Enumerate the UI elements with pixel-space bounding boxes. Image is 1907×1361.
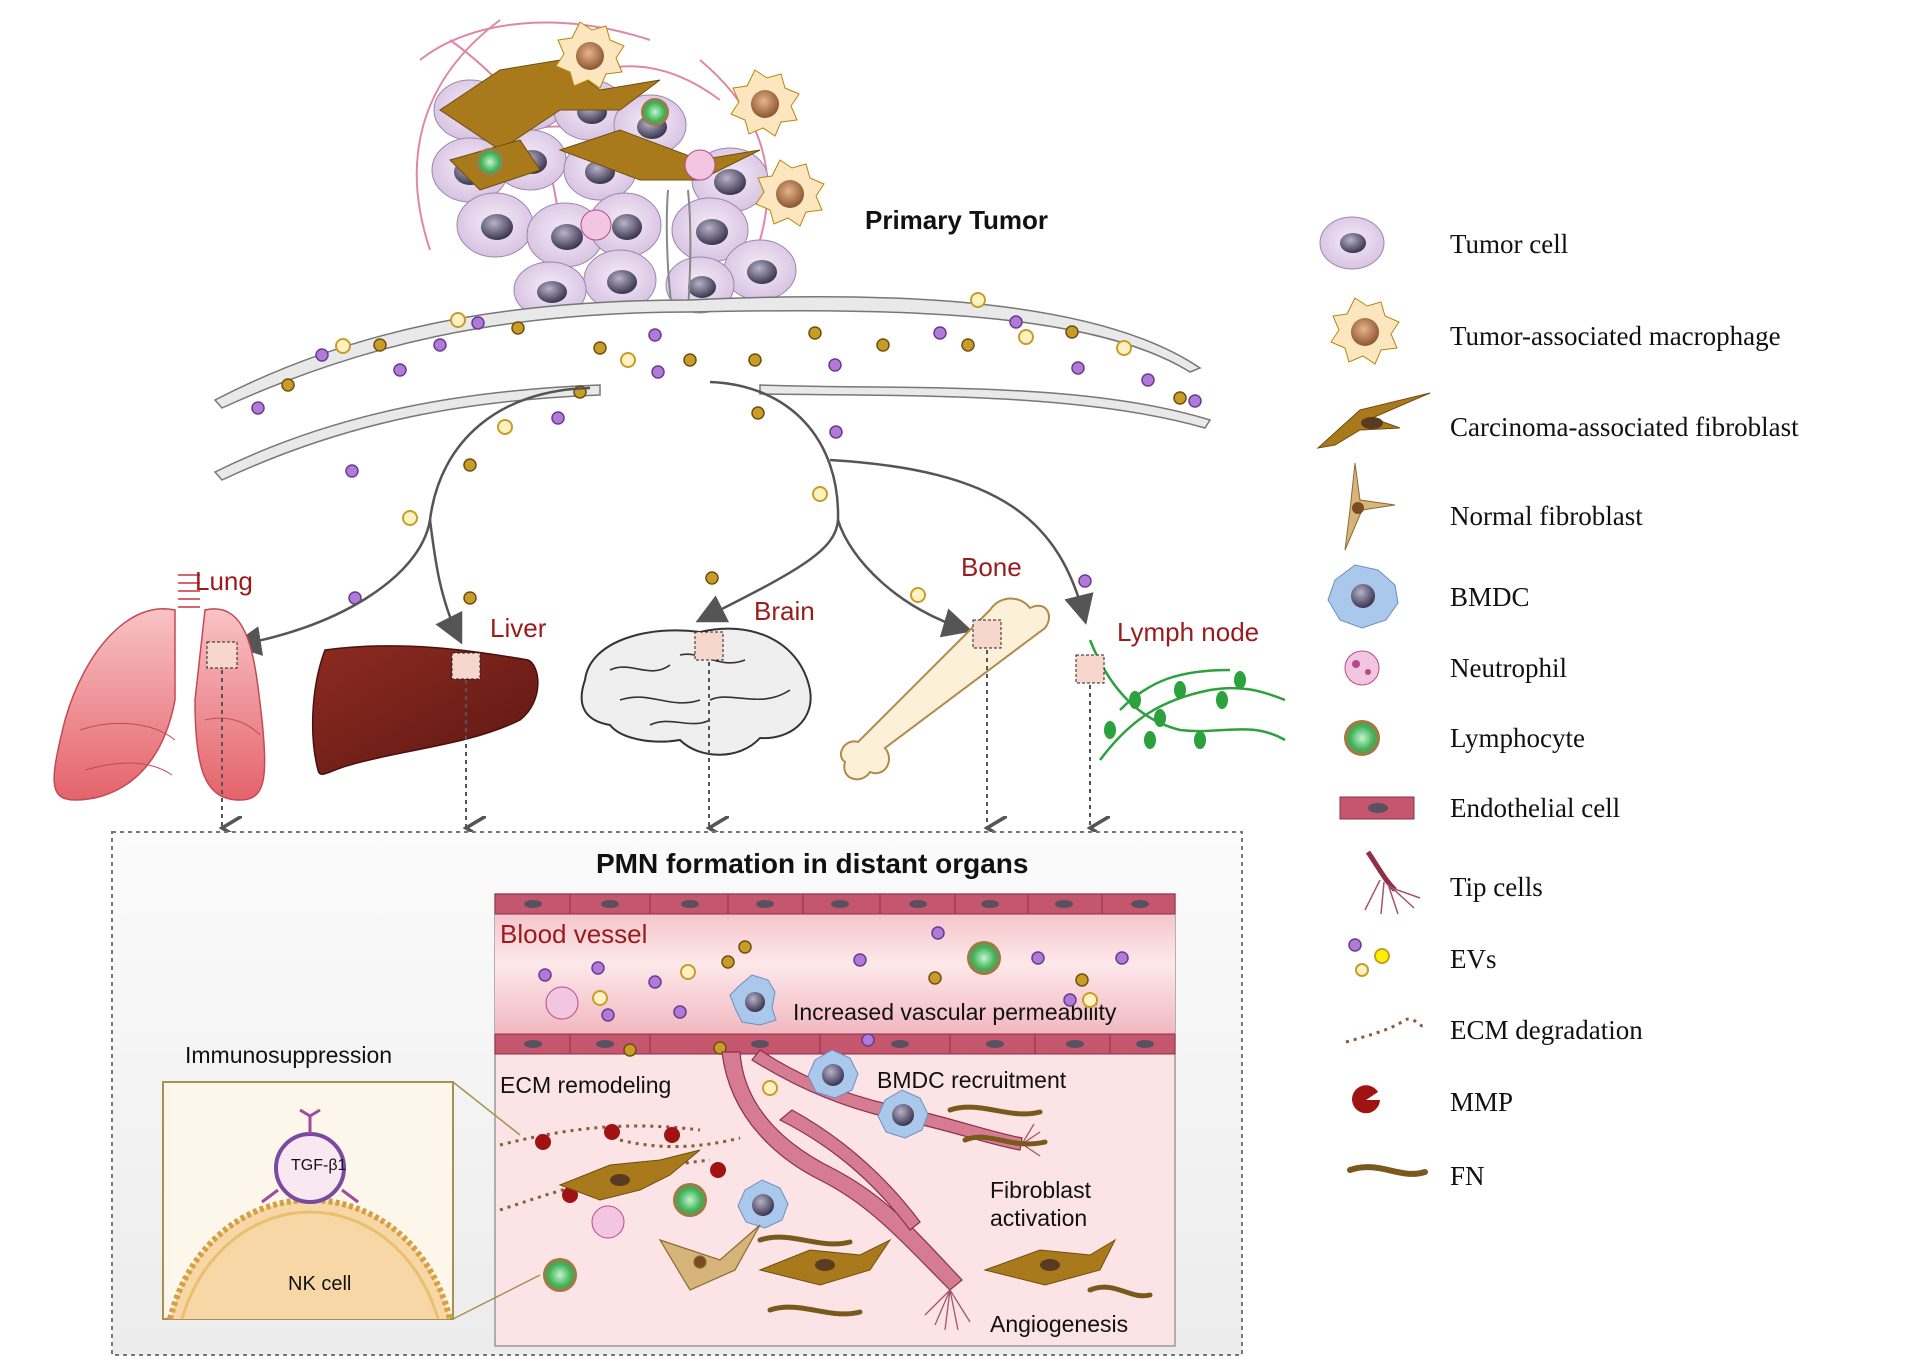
drop-arrows bbox=[222, 650, 1090, 828]
primary-tumor-cluster bbox=[415, 19, 825, 319]
blood-vessel-label: Blood vessel bbox=[500, 919, 647, 949]
liver-illustration bbox=[311, 645, 539, 775]
tumor-macrophages bbox=[555, 21, 825, 227]
tgf-beta-label: TGF-β1 bbox=[291, 1157, 347, 1174]
nk-cell-label: NK cell bbox=[288, 1273, 351, 1295]
pmn-fn-fibers bbox=[757, 1104, 1153, 1317]
legend-bmdc: BMDC bbox=[1450, 582, 1530, 612]
ecm-remodeling-label: ECM remodeling bbox=[500, 1072, 671, 1098]
angiogenic-sprouts bbox=[721, 1049, 1023, 1291]
ev-icon bbox=[1348, 938, 1390, 977]
caf-icon bbox=[1316, 392, 1431, 449]
bone-illustration bbox=[839, 597, 1050, 781]
bmdc-recruitment-label: BMDC recruitment bbox=[877, 1067, 1067, 1093]
lung-metastatic-site bbox=[206, 641, 238, 669]
normal-fibroblast-icon bbox=[1344, 462, 1396, 551]
circulating-evs bbox=[251, 292, 1202, 605]
legend-mmp: MMP bbox=[1450, 1087, 1513, 1117]
brain-illustration bbox=[580, 627, 812, 756]
legend-macrophage: Tumor-associated macrophage bbox=[1450, 321, 1781, 351]
legend-tumor-cell: Tumor cell bbox=[1450, 229, 1568, 259]
macrophage-icon bbox=[1330, 297, 1400, 365]
liver-label: Liver bbox=[490, 613, 547, 643]
pmn-normal-fibroblasts bbox=[658, 1224, 761, 1291]
circulating-vessel bbox=[213, 295, 1212, 481]
immunosuppression-inset: TGF-β1 NK cell bbox=[162, 1081, 541, 1320]
lymphocyte-icon bbox=[1344, 720, 1380, 756]
legend-lymphocyte: Lymphocyte bbox=[1450, 723, 1585, 753]
permeability-label: Increased vascular permeability bbox=[793, 999, 1117, 1025]
legend-endothelial-cell: Endothelial cell bbox=[1450, 793, 1620, 823]
vessel-cells bbox=[538, 926, 1129, 1096]
lung-label: Lung bbox=[195, 566, 253, 596]
primary-tumor-label: Primary Tumor bbox=[865, 205, 1048, 235]
bone-label: Bone bbox=[961, 552, 1022, 582]
fn-icon bbox=[1347, 1164, 1428, 1177]
lymph-metastatic-site bbox=[1075, 654, 1105, 684]
bone-metastatic-site bbox=[972, 619, 1002, 649]
brain-metastatic-site bbox=[694, 631, 724, 661]
fibroblast-activation-label-1: Fibroblast bbox=[990, 1177, 1092, 1203]
legend: Tumor cell Tumor-associated macrophage C… bbox=[1316, 216, 1799, 1191]
mmps bbox=[535, 1124, 726, 1203]
endothelial-cell-icon bbox=[1339, 796, 1415, 820]
legend-neutrophil: Neutrophil bbox=[1450, 653, 1567, 683]
bmdcs bbox=[737, 1049, 929, 1229]
legend-ecm-degradation: ECM degradation bbox=[1450, 1015, 1643, 1045]
bmdc-icon bbox=[1327, 564, 1399, 629]
legend-normal-fibroblast: Normal fibroblast bbox=[1450, 501, 1643, 531]
liver-metastatic-site bbox=[451, 652, 481, 680]
pmn-title: PMN formation in distant organs bbox=[596, 848, 1028, 879]
legend-evs: EVs bbox=[1450, 944, 1497, 974]
ecm-degradation-icon bbox=[1345, 1017, 1427, 1044]
immunosuppression-label: Immunosuppression bbox=[185, 1042, 392, 1068]
mmp-icon bbox=[1352, 1085, 1380, 1114]
angiogenesis-label: Angiogenesis bbox=[990, 1311, 1128, 1337]
fibroblast-activation-label-2: activation bbox=[990, 1205, 1087, 1231]
brain-label: Brain bbox=[754, 596, 815, 626]
lymph-node-label: Lymph node bbox=[1117, 617, 1259, 647]
neutrophil-icon bbox=[1344, 650, 1380, 686]
tip-cell-icon bbox=[1364, 850, 1421, 915]
dissemination-arrows bbox=[231, 380, 1094, 656]
lung-illustration bbox=[53, 574, 266, 801]
legend-tip-cells: Tip cells bbox=[1450, 872, 1543, 902]
legend-caf: Carcinoma-associated fibroblast bbox=[1450, 412, 1799, 442]
lymph-node-illustration bbox=[1088, 639, 1286, 761]
tumor-cell-icon bbox=[1319, 216, 1385, 270]
legend-fn: FN bbox=[1450, 1161, 1485, 1191]
